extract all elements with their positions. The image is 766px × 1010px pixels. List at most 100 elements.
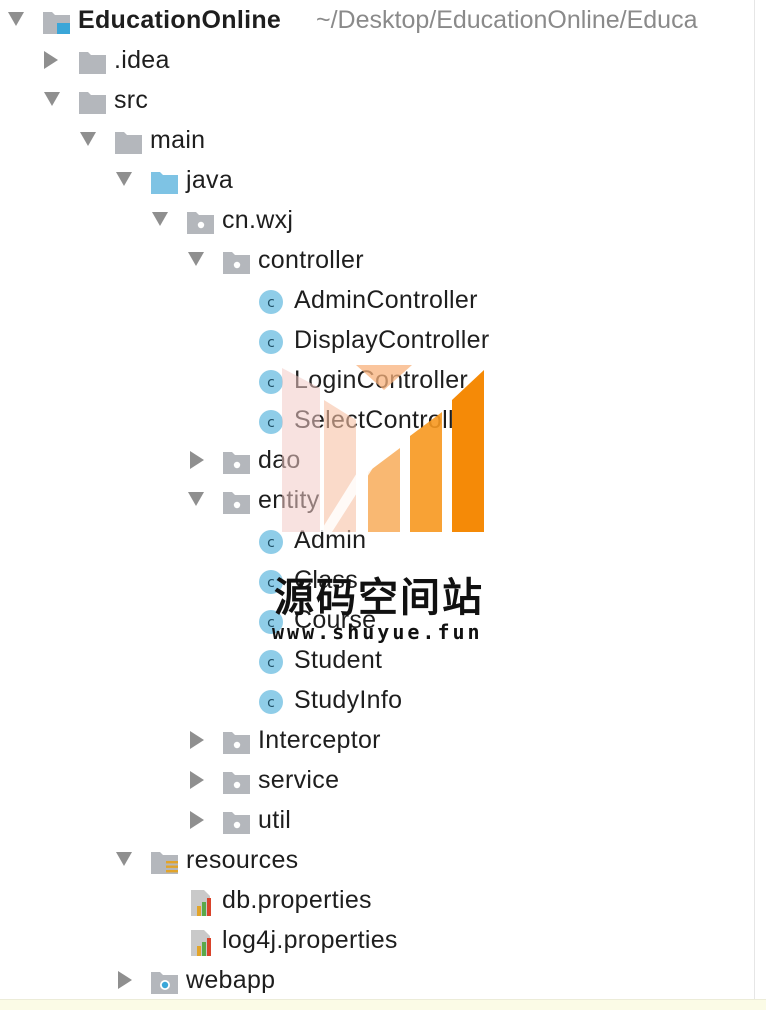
chevron-right-icon[interactable]	[190, 731, 204, 749]
chevron-right-icon[interactable]	[190, 451, 204, 469]
tree-item-label: DisplayController	[294, 326, 490, 354]
package-icon	[222, 449, 250, 474]
tree-row-dao[interactable]: dao	[0, 440, 766, 480]
chevron-down-icon[interactable]	[44, 92, 60, 106]
tree-row-studyinfo[interactable]: c StudyInfo	[0, 680, 766, 720]
java-class-icon: c	[258, 369, 286, 394]
tree-row-controller[interactable]: controller	[0, 240, 766, 280]
svg-text:c: c	[267, 415, 275, 431]
tree-row-db-properties[interactable]: db.properties	[0, 880, 766, 920]
svg-text:c: c	[267, 375, 275, 391]
tree-item-label: Interceptor	[258, 726, 381, 754]
status-strip	[0, 1000, 766, 1010]
java-class-icon: c	[258, 609, 286, 634]
tree-row-admin[interactable]: c Admin	[0, 520, 766, 560]
svg-text:c: c	[267, 615, 275, 631]
tree-item-label: entity	[258, 486, 320, 514]
chevron-down-icon[interactable]	[188, 252, 204, 266]
chevron-down-icon[interactable]	[116, 852, 132, 866]
chevron-down-icon[interactable]	[8, 12, 24, 26]
project-folder-icon	[42, 9, 70, 34]
status-divider	[0, 999, 766, 1000]
package-icon	[222, 729, 250, 754]
tree-row-entity[interactable]: entity	[0, 480, 766, 520]
package-icon	[186, 209, 214, 234]
tree-row-resources[interactable]: resources	[0, 840, 766, 880]
java-class-icon: c	[258, 689, 286, 714]
tree-row-log4j-properties[interactable]: log4j.properties	[0, 920, 766, 960]
tree-row-main[interactable]: main	[0, 120, 766, 160]
tree-item-label: log4j.properties	[222, 926, 398, 954]
tree-row-util[interactable]: util	[0, 800, 766, 840]
tree-item-label: cn.wxj	[222, 206, 294, 234]
java-class-icon: c	[258, 409, 286, 434]
chevron-right-icon[interactable]	[190, 811, 204, 829]
tree-row-display-controller[interactable]: c DisplayController	[0, 320, 766, 360]
tree-item-label: db.properties	[222, 886, 372, 914]
tree-row-class[interactable]: c Class	[0, 560, 766, 600]
tree-item-label: main	[150, 126, 206, 154]
tree-item-label: LoginController	[294, 366, 469, 394]
tree-row-admin-controller[interactable]: c AdminController	[0, 280, 766, 320]
package-icon	[222, 809, 250, 834]
chevron-down-icon[interactable]	[152, 212, 168, 226]
tree-row-idea[interactable]: .idea	[0, 40, 766, 80]
tree-row-service[interactable]: service	[0, 760, 766, 800]
tree-item-label: Course	[294, 606, 377, 634]
svg-text:c: c	[267, 575, 275, 591]
tree-row-webapp[interactable]: webapp	[0, 960, 766, 1000]
java-class-icon: c	[258, 529, 286, 554]
tree-row-course[interactable]: c Course	[0, 600, 766, 640]
tree-row-select-controller[interactable]: c SelectController	[0, 400, 766, 440]
chevron-down-icon[interactable]	[116, 172, 132, 186]
chevron-down-icon[interactable]	[80, 132, 96, 146]
tree-row-interceptor[interactable]: Interceptor	[0, 720, 766, 760]
chevron-right-icon[interactable]	[118, 971, 132, 989]
properties-file-icon	[188, 929, 216, 956]
project-path: ~/Desktop/EducationOnline/Educa	[316, 6, 698, 34]
package-icon	[222, 489, 250, 514]
tree-item-label: AdminController	[294, 286, 478, 314]
tree-item-label: controller	[258, 246, 364, 274]
tree-row-project[interactable]: EducationOnline ~/Desktop/EducationOnlin…	[0, 0, 766, 40]
tree-item-label: util	[258, 806, 292, 834]
tree-item-label: StudyInfo	[294, 686, 403, 714]
tree-item-label: Admin	[294, 526, 367, 554]
svg-text:c: c	[267, 295, 275, 311]
tree-item-label: service	[258, 766, 340, 794]
svg-text:c: c	[267, 335, 275, 351]
tree-item-label: webapp	[186, 966, 276, 994]
tree-row-student[interactable]: c Student	[0, 640, 766, 680]
chevron-right-icon[interactable]	[44, 51, 58, 69]
java-class-icon: c	[258, 289, 286, 314]
tree-item-label: Student	[294, 646, 383, 674]
tree-item-label: dao	[258, 446, 301, 474]
chevron-right-icon[interactable]	[190, 771, 204, 789]
tree-row-src[interactable]: src	[0, 80, 766, 120]
folder-icon	[78, 89, 106, 114]
package-icon	[222, 249, 250, 274]
svg-text:c: c	[267, 535, 275, 551]
resources-folder-icon	[150, 849, 178, 874]
source-folder-icon	[150, 169, 178, 194]
tree-item-label: resources	[186, 846, 299, 874]
tree-item-label: SelectController	[294, 406, 477, 434]
java-class-icon: c	[258, 569, 286, 594]
svg-text:c: c	[267, 655, 275, 671]
java-class-icon: c	[258, 329, 286, 354]
tree-item-label: .idea	[114, 46, 170, 74]
chevron-down-icon[interactable]	[188, 492, 204, 506]
web-folder-icon	[150, 969, 178, 994]
folder-icon	[114, 129, 142, 154]
tree-row-java[interactable]: java	[0, 160, 766, 200]
tree-row-login-controller[interactable]: c LoginController	[0, 360, 766, 400]
folder-icon	[78, 49, 106, 74]
tree-item-label: java	[186, 166, 234, 194]
tree-item-label: src	[114, 86, 149, 114]
tree-row-cn-wxj[interactable]: cn.wxj	[0, 200, 766, 240]
java-class-icon: c	[258, 649, 286, 674]
panel-divider	[754, 0, 755, 1000]
svg-text:c: c	[267, 695, 275, 711]
tree-item-label: Class	[294, 566, 359, 594]
package-icon	[222, 769, 250, 794]
